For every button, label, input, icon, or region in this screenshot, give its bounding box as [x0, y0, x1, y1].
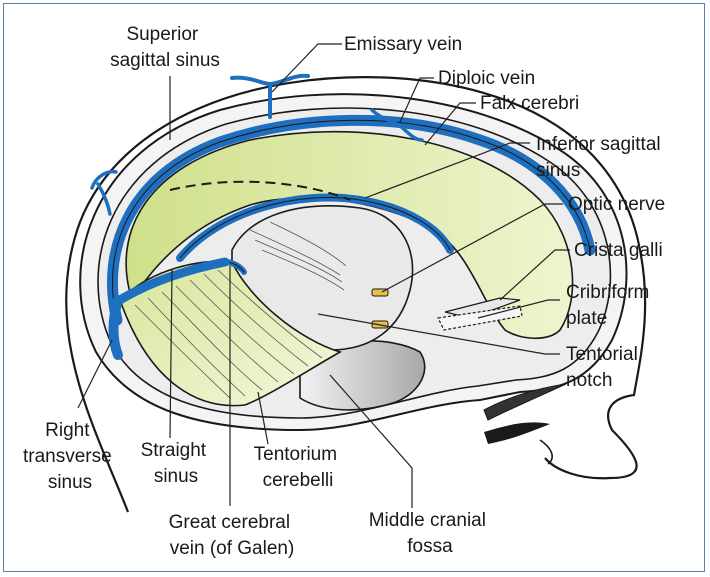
label-optic-nerve: Optic nerve	[568, 194, 665, 215]
label-crista-galli: Crista galli	[574, 240, 663, 261]
right-transverse-sinus	[114, 300, 119, 355]
label-great-cerebral-vein: Great cerebral vein (of Galen)	[169, 512, 296, 559]
label-diploic-vein: Diploic vein	[438, 68, 535, 89]
label-right-transverse-sinus: Right transverse sinus	[23, 420, 117, 493]
label-emissary-vein: Emissary vein	[344, 34, 462, 55]
label-tentorium-cerebelli: Tentorium cerebelli	[254, 444, 343, 491]
label-straight-sinus: Straight sinus	[141, 440, 212, 487]
label-superior-sagittal-sinus: Superior sagittal sinus	[110, 24, 220, 71]
label-falx-cerebri: Falx cerebri	[480, 93, 579, 114]
label-middle-cranial-fossa: Middle cranial fossa	[369, 510, 492, 557]
